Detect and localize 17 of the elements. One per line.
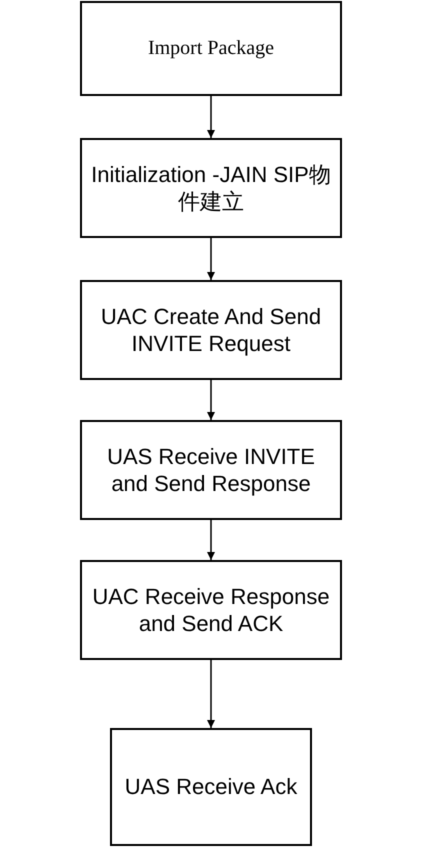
process-box [110,728,312,846]
arrow [207,96,215,138]
process-box [80,560,342,660]
step-text: UAS Receive Ack [124,773,298,801]
process-box [80,280,342,380]
arrow [207,380,215,420]
step-text: UAC Receive Response and Send ACK [91,582,331,638]
step-text: Import Package [148,36,274,61]
process-box [80,420,342,520]
step-text: UAC Create And Send INVITE Request [100,302,322,358]
arrow [207,520,215,560]
process-box [80,138,342,238]
arrow [207,660,215,728]
step-text: Initialization -JAIN SIP物件建立 [90,160,332,216]
step-text: UAS Receive INVITE and Send Response [106,442,316,498]
process-box [80,1,342,96]
arrow [207,238,215,280]
